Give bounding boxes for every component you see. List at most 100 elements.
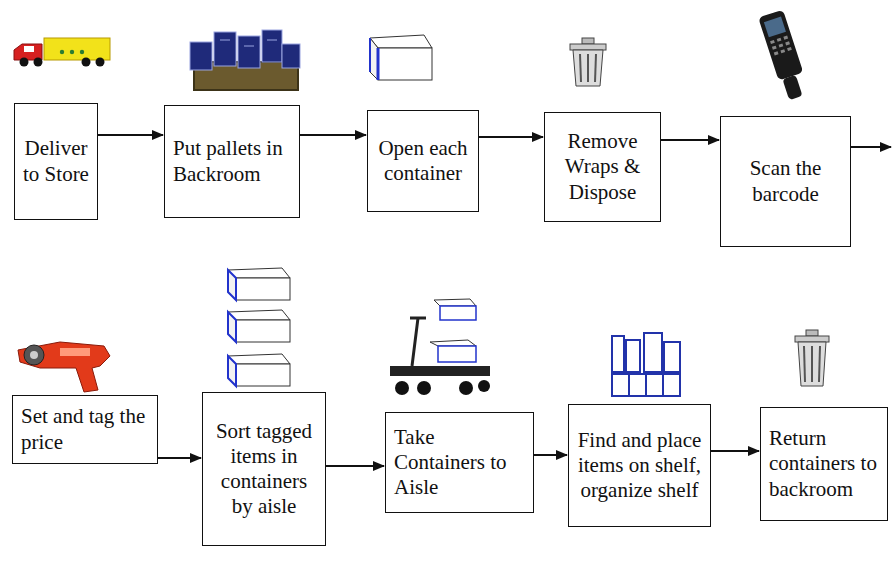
box-label: Take Containers to Aisle [394,425,525,501]
trash-can-icon-part [582,38,594,44]
box-icon-part [370,38,378,80]
scanner-icon-part-part [779,43,784,47]
box-label: Find and place items on shelf, organize … [577,428,702,504]
process-box: Find and place items on shelf, organize … [568,404,711,527]
trash-can-icon [570,38,606,86]
cart-icon-part [478,380,490,392]
cart-icon-part [434,299,476,306]
trash-can-icon-part [570,44,606,50]
box-text: Open each container [376,136,470,186]
trash-can-icon-part [595,54,596,82]
process-box: Open each container [367,110,479,212]
box-label: Scan the barcode [729,156,842,206]
cart-icon-part [430,340,476,346]
pallet-icon-part [238,36,260,68]
box-icon-part [377,48,380,80]
process-box: Put pallets in Backroom [164,105,300,218]
box-label: Deliver to Store [23,136,89,186]
scanner-icon-part-part [758,10,803,81]
truck-icon-part [70,50,74,54]
trash-can-icon-part [811,346,813,382]
shelf-icon-part [626,340,640,372]
process-box: Deliver to Store [14,103,98,220]
flow-arrow [479,136,543,138]
cart-icon-part [390,366,490,376]
truck-icon-part [20,58,29,67]
flow-arrow [711,450,759,452]
process-box: Set and tag the price [12,395,158,464]
scanner-icon-part-part [785,41,790,45]
trash-can-icon-part [806,330,818,336]
shelf-icon-part [628,374,630,396]
truck-icon-part [24,46,34,52]
scanner-icon-part-part [764,17,786,38]
stacked-boxes-icon-part [228,310,290,320]
box-text: Scan the barcode [729,156,842,206]
cart-icon-part [417,381,431,395]
shelf-icon [612,333,680,396]
scanner-icon-part-part [772,46,777,50]
shelf-icon-part [662,374,664,396]
cart-icon-part [395,381,409,395]
box-label: Open each container [376,136,470,186]
price-gun-icon-part [18,342,110,392]
box-text: Take Containers to Aisle [394,425,525,501]
truck-icon-part [60,50,64,54]
stacked-boxes-icon-part [228,356,236,386]
trash-can-icon-part [819,346,820,382]
cart-icon-part [412,318,418,366]
box-icon-part [370,35,432,48]
stacked-boxes-icon-part [228,270,236,300]
process-box: Return containers to backroom [760,407,888,521]
scanner-icon-part-part [780,49,785,53]
trash-can-icon-part [573,50,603,86]
shelf-icon-part [645,374,647,396]
trash-can-icon-part [587,54,589,82]
trash-can-icon-part [580,54,581,82]
flow-arrow [158,457,201,459]
stacked-boxes-icon-part [228,312,236,342]
box-label: Put pallets in Backroom [173,136,291,186]
process-box: Take Containers to Aisle [385,412,534,513]
box-icon-part [369,38,371,72]
trash-can-icon-part [795,336,829,342]
continuation-arrow-part [851,146,891,148]
shelf-icon-part [612,336,624,372]
scanner-icon [758,10,810,102]
scanner-icon-part-part [777,38,782,42]
stacked-boxes-icon-part [236,364,290,386]
box-icon-part [378,48,432,80]
process-box: Sort tagged items in containers by aisle [202,392,326,546]
scanner-icon-part-part [770,40,775,44]
price-gun-icon-part [60,348,90,356]
truck-icon-part [34,58,43,67]
trash-can-icon-part [804,346,805,382]
box-label: Set and tag the price [21,404,149,454]
stacked-boxes-icon-part [236,278,290,300]
flow-arrow [534,454,567,456]
box-text: Put pallets in Backroom [173,136,291,186]
price-gun-icon-part [24,345,44,365]
pallet-icon-part [214,32,236,66]
truck-icon [14,38,110,67]
box-text: Sort tagged items in containers by aisle [211,419,317,520]
truck-icon-part [96,58,105,67]
box-text: Deliver to Store [23,136,89,186]
scanner-icon-part-part [774,51,779,55]
stacked-boxes-icon-part [228,268,290,278]
pallet-icon-part [282,44,300,68]
pallet-icon [190,30,300,90]
stacked-boxes-icon [228,268,290,386]
pallet-icon-part [244,46,254,47]
cart-icon [390,299,490,395]
stacked-boxes-icon-part [236,320,290,342]
flow-arrow [98,134,163,136]
flow-arrow [326,465,384,467]
process-box: Scan the barcode [720,116,851,247]
shelf-icon-part [612,374,680,396]
box-icon [370,35,432,80]
trash-can-icon [795,330,829,386]
box-text: Set and tag the price [21,404,149,454]
box-text: Return containers to backroom [769,426,879,502]
truck-icon-part [82,58,91,67]
